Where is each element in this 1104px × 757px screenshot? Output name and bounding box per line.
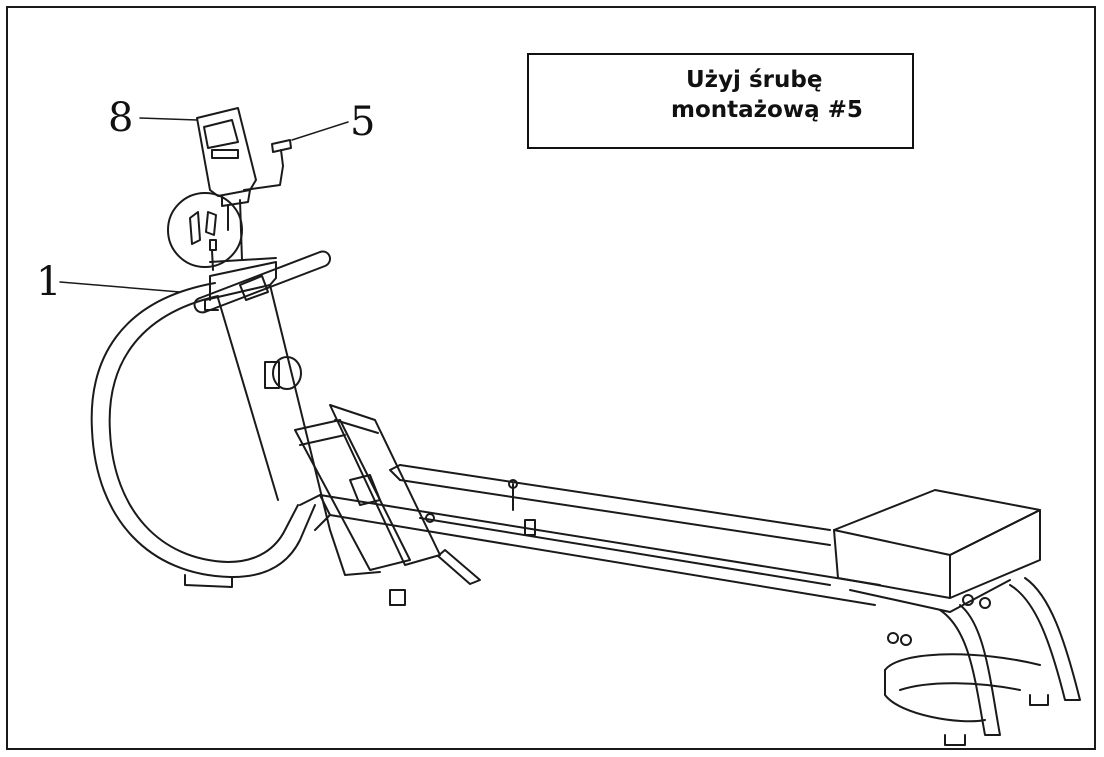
upright-column bbox=[204, 257, 331, 531]
callout-part-1: 1 bbox=[36, 259, 62, 305]
monitor-console bbox=[196, 107, 257, 261]
leader-lines bbox=[59, 117, 349, 293]
note-line-2: montażową #5 bbox=[671, 97, 863, 123]
main-rail bbox=[299, 464, 881, 606]
assembly-note-text: Użyj śrubę montażową #5 bbox=[671, 65, 863, 125]
column-wheel bbox=[264, 356, 302, 390]
note-line-1: Użyj śrubę bbox=[686, 67, 823, 93]
detail-circle bbox=[167, 192, 243, 271]
screw-5 bbox=[243, 139, 292, 191]
callout-part-8: 8 bbox=[108, 95, 134, 141]
curved-front-frame bbox=[90, 282, 316, 588]
seat bbox=[833, 489, 1041, 613]
assembly-note-box: Użyj śrubę montażową #5 bbox=[527, 53, 914, 149]
diagram-frame bbox=[6, 6, 1096, 750]
handle-bar bbox=[193, 250, 331, 314]
foot-pedals bbox=[294, 404, 441, 576]
callout-part-5: 5 bbox=[350, 99, 376, 145]
rear-support bbox=[884, 577, 1081, 746]
